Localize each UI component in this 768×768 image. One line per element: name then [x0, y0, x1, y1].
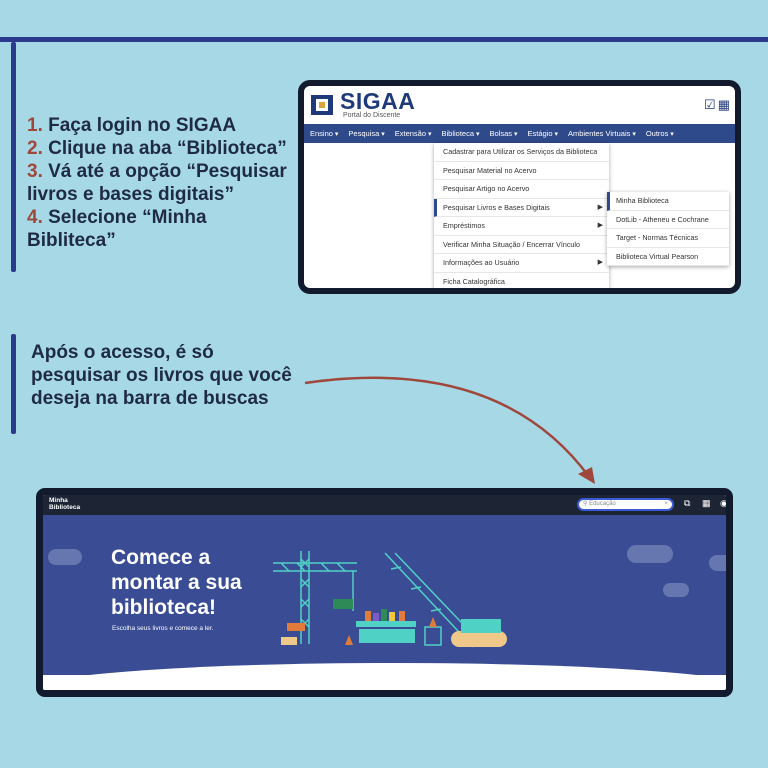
menu-item-pesquisar-artigo[interactable]: Pesquisar Artigo no Acervo [434, 180, 609, 199]
sigaa-header-icons: ☑▦ [704, 97, 732, 113]
after-access-text: Após o acesso, é só pesquisar os livros … [31, 342, 292, 409]
nav-biblioteca[interactable]: Biblioteca [441, 129, 479, 138]
hero-wave [43, 663, 726, 690]
nav-extensao[interactable]: Extensão [395, 129, 432, 138]
chevron-right-icon: ▶ [597, 259, 603, 266]
construction-illustration [273, 551, 507, 648]
nav-bolsas[interactable]: Bolsas [489, 129, 517, 138]
submenu-target[interactable]: Target - Normas Técnicas [607, 229, 729, 248]
steps-list: 1. Faça login no SIGAA 2. Clique na aba … [27, 114, 297, 252]
cloud-shape [48, 549, 82, 565]
hero-heading: Comece a montar a sua biblioteca! [111, 546, 242, 619]
left-accent-bar-2 [11, 334, 16, 434]
submenu-dotlib[interactable]: DotLib - Atheneu e Cochrane [607, 211, 729, 229]
bookmark-icon[interactable]: ⧉ [684, 498, 691, 508]
nav-outros[interactable]: Outros [646, 129, 674, 138]
chevron-right-icon: ▶ [597, 222, 603, 229]
left-accent-bar-1 [11, 42, 16, 272]
sigaa-header: SIGAA Portal do Discente ☑▦ [304, 86, 735, 124]
submenu-minha-biblioteca[interactable]: Minha Biblioteca [607, 192, 729, 211]
step-4: 4. Selecione “Minha Bibliteca” [27, 207, 207, 251]
biblioteca-dropdown: Cadastrar para Utilizar os Serviços da B… [434, 143, 609, 289]
cloud-shape [663, 583, 689, 597]
menu-item-ficha[interactable]: Ficha Catalográfica [434, 273, 609, 289]
nav-ensino[interactable]: Ensino [310, 129, 338, 138]
cloud-shape [709, 555, 726, 571]
check-icon[interactable]: ☑ [704, 97, 718, 112]
nav-estagio[interactable]: Estágio [527, 129, 558, 138]
hero-banner: Comece a montar a sua biblioteca! Escolh… [43, 515, 726, 690]
submenu-pearson[interactable]: Biblioteca Virtual Pearson [607, 248, 729, 266]
minha-biblioteca-window: Comece a montar a sua biblioteca! Escolh… [36, 488, 733, 697]
menu-item-cadastrar[interactable]: Cadastrar para Utilizar os Serviços da B… [434, 143, 609, 162]
nav-ambientes-virtuais[interactable]: Ambientes Virtuais [568, 129, 636, 138]
chevron-right-icon: ▶ [597, 203, 603, 211]
sigaa-nav: Ensino Pesquisa Extensão Biblioteca Bols… [304, 124, 735, 143]
sigaa-subtitle: Portal do Discente [343, 112, 401, 119]
close-icon[interactable]: × [664, 501, 668, 507]
apps-grid-icon[interactable]: ▦ [702, 498, 711, 508]
grid-icon[interactable]: ▦ [717, 97, 732, 112]
sigaa-window: SIGAA Portal do Discente ☑▦ Ensino Pesqu… [298, 80, 741, 294]
menu-item-pesquisar-livros[interactable]: Pesquisar Livros e Bases Digitais▶ [434, 198, 609, 217]
minha-biblioteca-logo[interactable]: Minha Biblioteca [49, 497, 81, 511]
nav-pesquisa[interactable]: Pesquisa [348, 129, 384, 138]
step-3: 3. Vá até a opção “Pesquisar livros e ba… [27, 161, 287, 205]
menu-item-informacoes[interactable]: Informações ao Usuário▶ [434, 254, 609, 273]
step-1: 1. Faça login no SIGAA [27, 115, 237, 136]
sigaa-title: SIGAA [340, 88, 416, 114]
search-input[interactable]: ⚲ Educação × [577, 498, 674, 511]
cloud-shape [627, 545, 673, 563]
top-divider [0, 37, 768, 42]
sigaa-logo-icon [311, 95, 333, 115]
menu-item-pesquisar-material[interactable]: Pesquisar Material no Acervo [434, 162, 609, 180]
livros-submenu: Minha Biblioteca DotLib - Atheneu e Coch… [607, 192, 729, 266]
user-account-icon[interactable]: ◉ [720, 498, 728, 508]
hero-subtext: Escolha seus livros e comece a ler. [112, 625, 214, 632]
step-2: 2. Clique na aba “Biblioteca” [27, 138, 287, 159]
menu-item-verificar-situacao[interactable]: Verificar Minha Situação / Encerrar Vínc… [434, 236, 609, 254]
menu-item-emprestimos[interactable]: Empréstimos▶ [434, 217, 609, 236]
search-icon: ⚲ [583, 501, 588, 507]
minha-biblioteca-topbar: Minha Biblioteca ⚲ Educação × ⧉ ▦ ◉ [43, 495, 726, 515]
